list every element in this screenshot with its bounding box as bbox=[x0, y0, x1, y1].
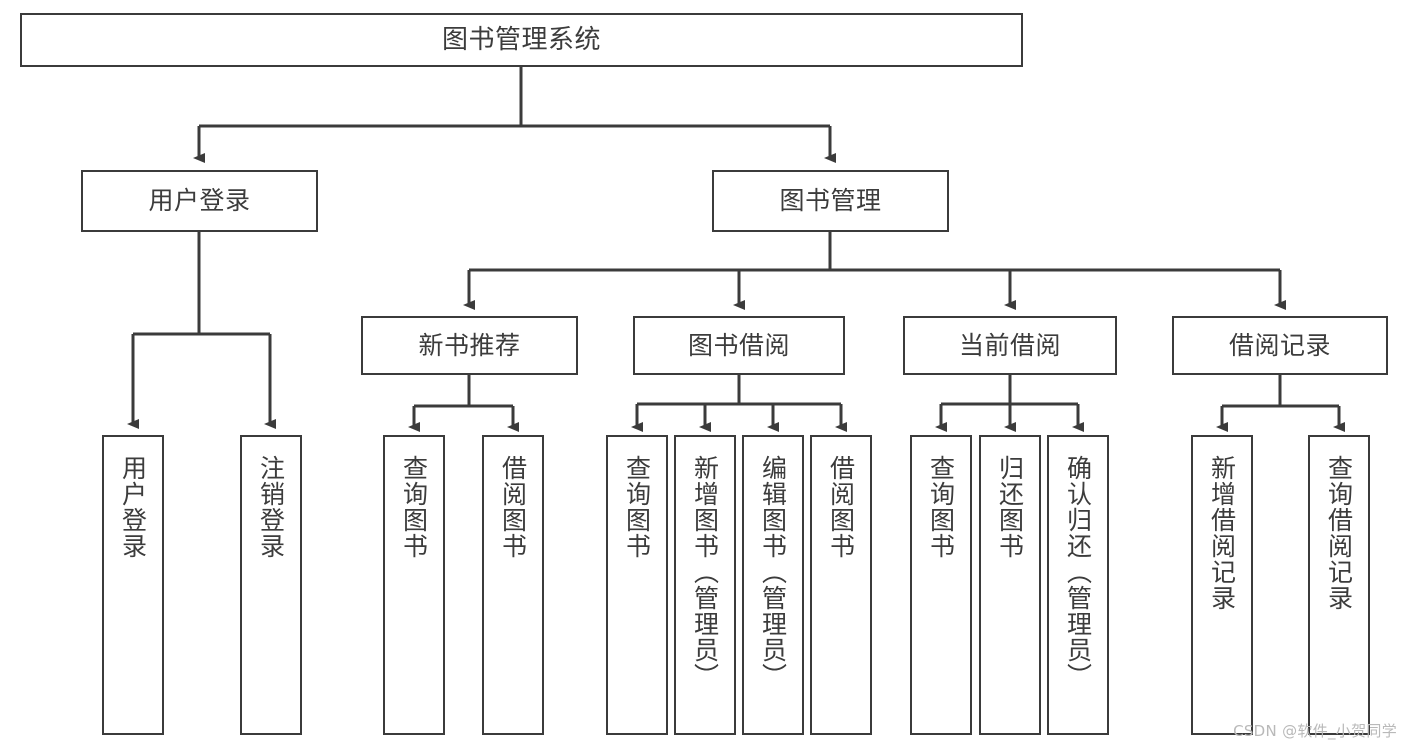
node-user-login-label: 用户登录 bbox=[148, 186, 251, 216]
leaf-current-query-book[interactable]: 查询图书 bbox=[910, 435, 972, 735]
leaf-user-login-signout[interactable]: 注销登录 bbox=[240, 435, 302, 735]
csdn-watermark: CSDN @软件_小贺同学 bbox=[1233, 722, 1397, 740]
leaf-current-return-book[interactable]: 归还图书 bbox=[979, 435, 1041, 735]
node-book-management[interactable]: 图书管理 bbox=[712, 170, 949, 232]
leaf-user-login-signin[interactable]: 用户登录 bbox=[102, 435, 164, 735]
leaf-borrow-query-book[interactable]: 查询图书 bbox=[606, 435, 668, 735]
leaf-new-book-query-label: 查询图书 bbox=[399, 455, 429, 559]
leaf-records-add-record-label: 新增借阅记录 bbox=[1207, 455, 1237, 611]
leaf-borrow-edit-book[interactable]: 编辑图书（管理员） bbox=[742, 435, 804, 735]
leaf-borrow-add-book[interactable]: 新增图书（管理员） bbox=[674, 435, 736, 735]
leaf-new-book-borrow-label: 借阅图书 bbox=[498, 455, 528, 559]
leaf-current-return-book-label: 归还图书 bbox=[995, 455, 1025, 559]
leaf-user-login-signout-label: 注销登录 bbox=[256, 455, 286, 559]
node-current-borrow[interactable]: 当前借阅 bbox=[903, 316, 1117, 375]
leaf-current-confirm-return-label: 确认归还（管理员） bbox=[1063, 455, 1093, 689]
node-borrow-records[interactable]: 借阅记录 bbox=[1172, 316, 1388, 375]
leaf-current-query-book-label: 查询图书 bbox=[926, 455, 956, 559]
leaf-user-login-signin-label: 用户登录 bbox=[118, 455, 148, 559]
node-root-label: 图书管理系统 bbox=[441, 24, 601, 55]
leaf-borrow-edit-book-label: 编辑图书（管理员） bbox=[758, 455, 788, 689]
leaf-current-confirm-return[interactable]: 确认归还（管理员） bbox=[1047, 435, 1109, 735]
leaf-borrow-add-book-label: 新增图书（管理员） bbox=[690, 455, 720, 689]
leaf-records-query-record-label: 查询借阅记录 bbox=[1324, 455, 1354, 611]
leaf-borrow-borrow-book-label: 借阅图书 bbox=[826, 455, 856, 559]
leaf-new-book-borrow[interactable]: 借阅图书 bbox=[482, 435, 544, 735]
node-new-book-recommend-label: 新书推荐 bbox=[418, 330, 521, 360]
node-borrow-records-label: 借阅记录 bbox=[1228, 330, 1331, 360]
node-book-management-label: 图书管理 bbox=[779, 186, 882, 216]
leaf-borrow-query-book-label: 查询图书 bbox=[622, 455, 652, 559]
node-user-login[interactable]: 用户登录 bbox=[81, 170, 318, 232]
leaf-records-query-record[interactable]: 查询借阅记录 bbox=[1308, 435, 1370, 735]
leaf-records-add-record[interactable]: 新增借阅记录 bbox=[1191, 435, 1253, 735]
node-current-borrow-label: 当前借阅 bbox=[958, 330, 1061, 360]
leaf-borrow-borrow-book[interactable]: 借阅图书 bbox=[810, 435, 872, 735]
node-book-borrow-label: 图书借阅 bbox=[687, 330, 790, 360]
node-new-book-recommend[interactable]: 新书推荐 bbox=[361, 316, 578, 375]
node-root[interactable]: 图书管理系统 bbox=[20, 13, 1023, 67]
node-book-borrow[interactable]: 图书借阅 bbox=[633, 316, 845, 375]
leaf-new-book-query[interactable]: 查询图书 bbox=[383, 435, 445, 735]
